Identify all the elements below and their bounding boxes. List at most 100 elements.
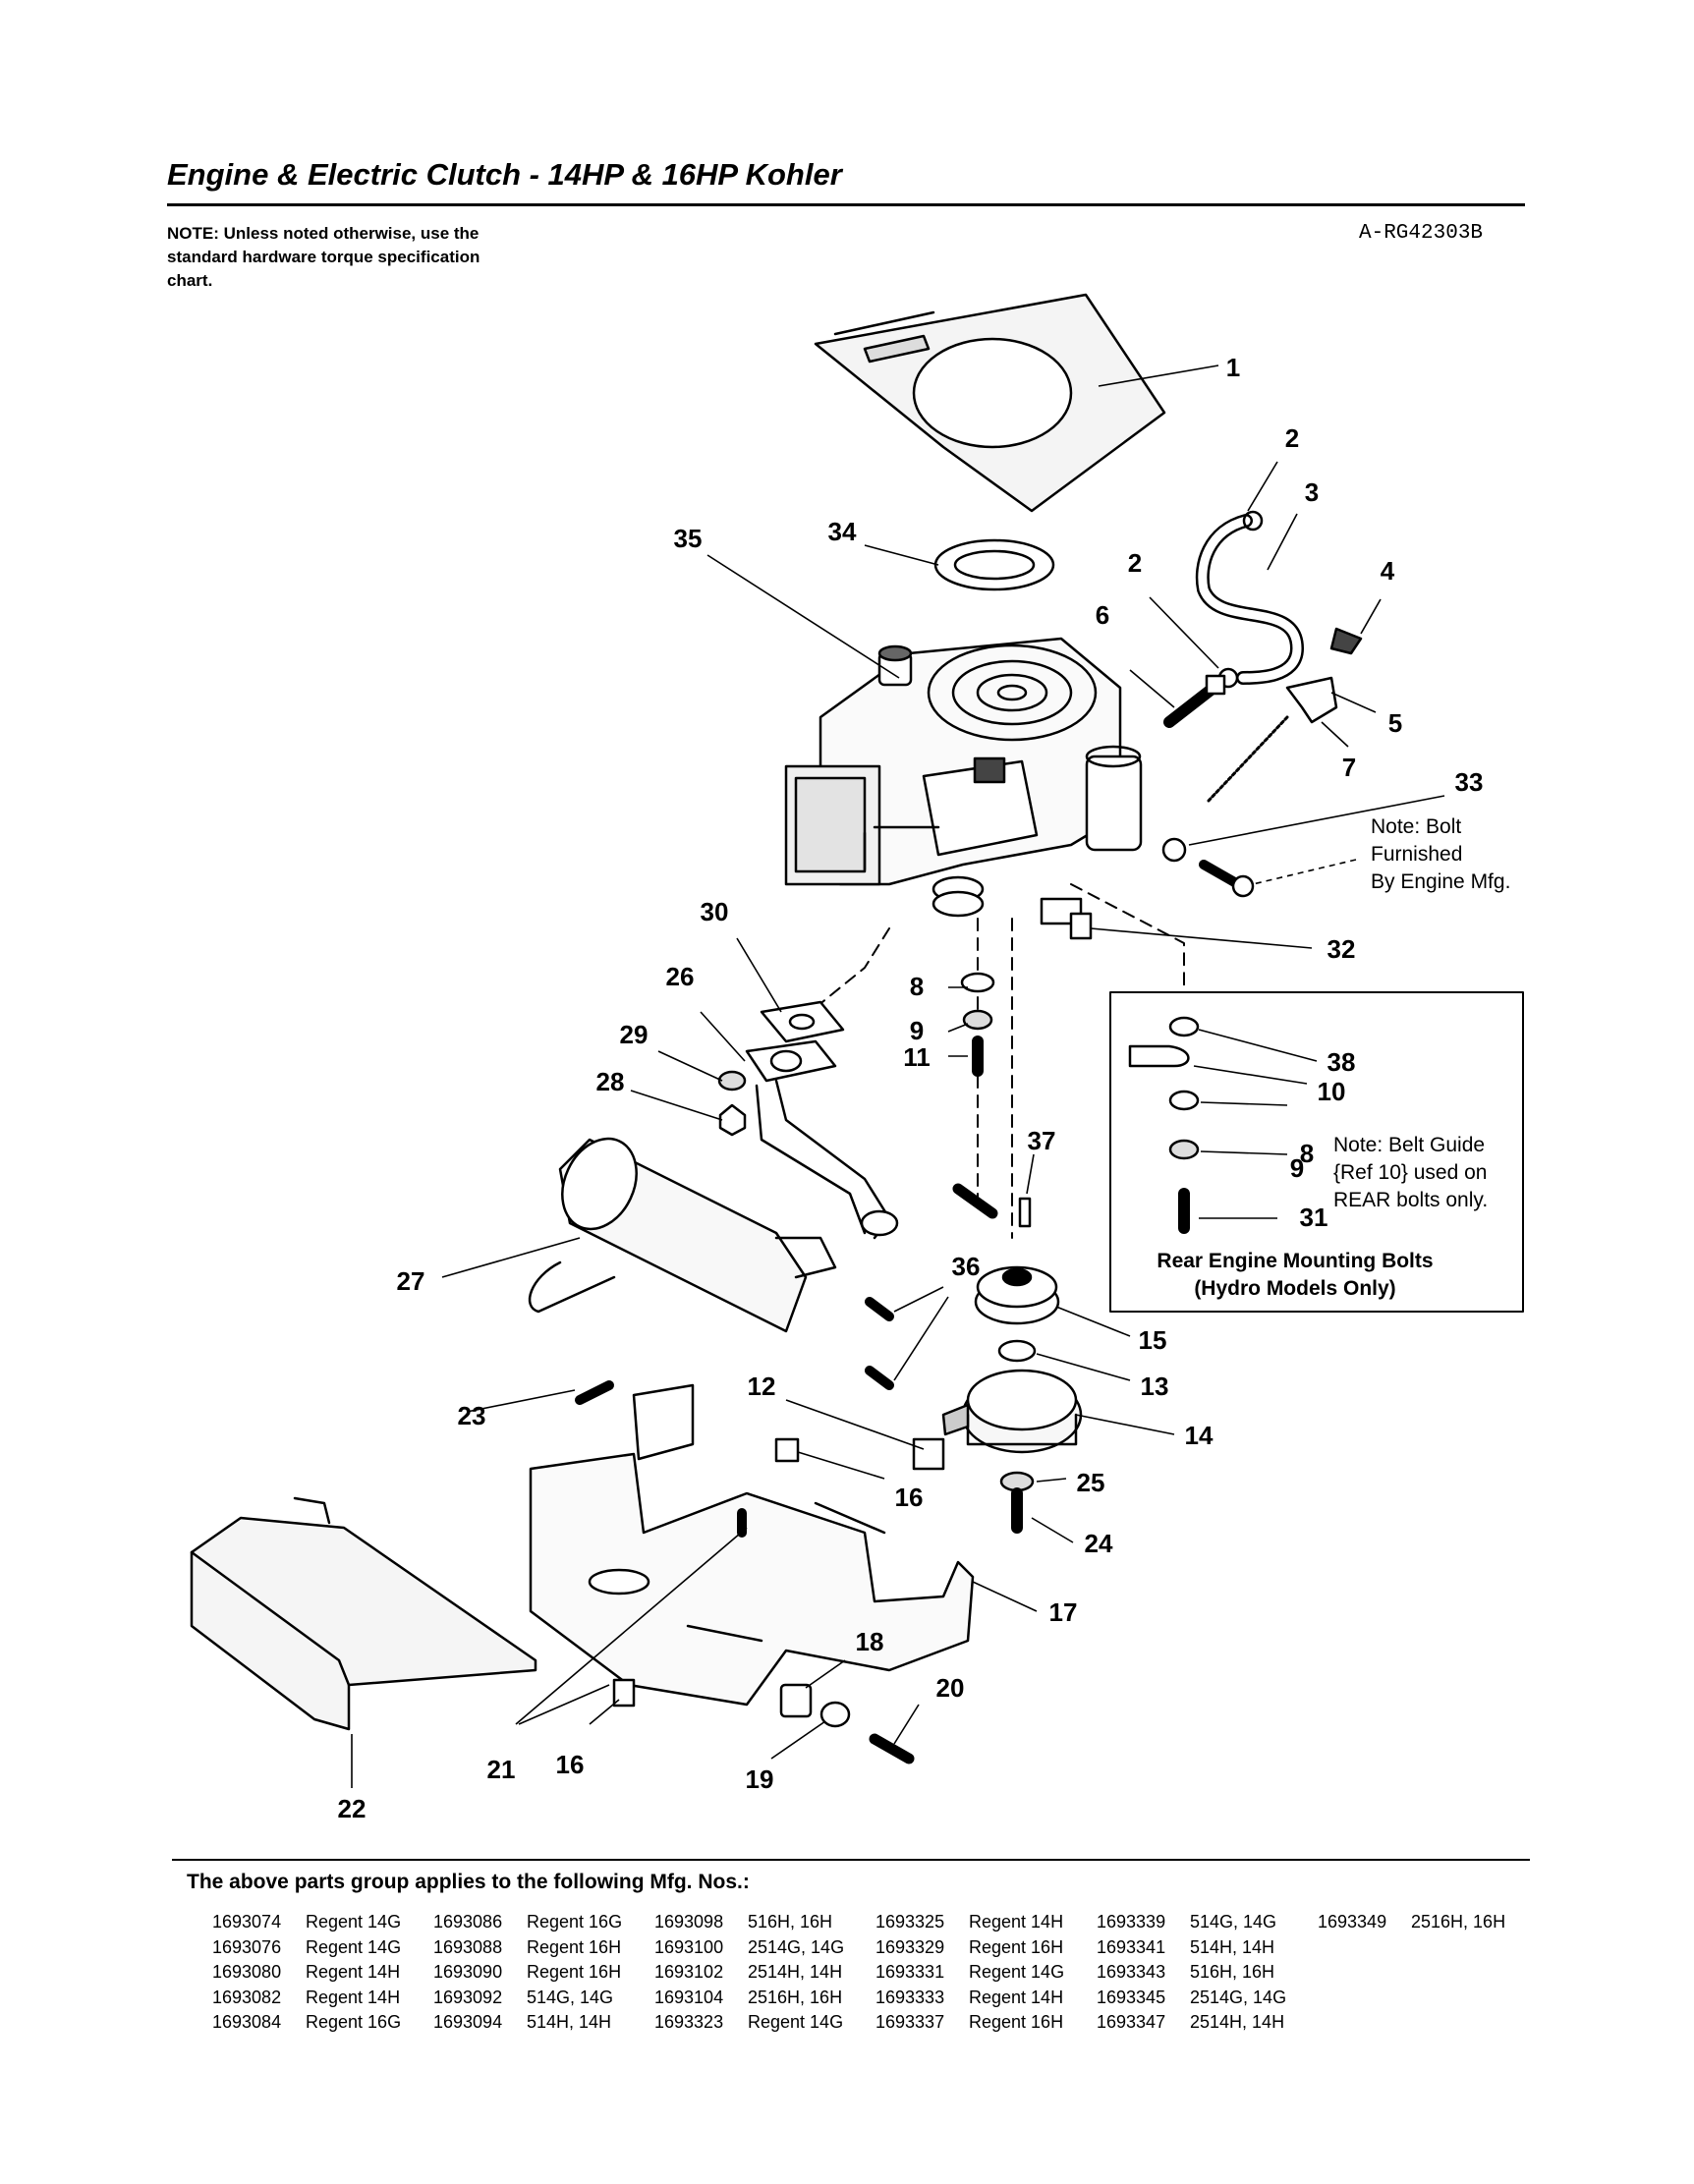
torque-note: NOTE: Unless noted otherwise, use the st…: [167, 224, 480, 290]
callout-34: 34: [828, 517, 857, 546]
callout-15: 15: [1139, 1325, 1167, 1355]
fuel-line: [1195, 514, 1304, 685]
spacer-18: [779, 1683, 813, 1718]
callout-22: 22: [338, 1794, 367, 1823]
callout-32: 32: [1327, 934, 1356, 964]
hose-clamp-upper: [1242, 510, 1264, 532]
callout-10: 10: [1318, 1077, 1346, 1106]
model-name: 2514H, 14H: [748, 1962, 843, 1983]
model-name: 2514H, 14H: [1190, 2012, 1285, 2033]
exhaust-pipe: [745, 1039, 899, 1240]
callout-26: 26: [666, 962, 695, 991]
callout-35: 35: [674, 524, 703, 553]
model-name: 514G, 14G: [1190, 1912, 1277, 1932]
callout-3: 3: [1305, 477, 1319, 507]
belt-note-line2: {Ref 10} used on: [1333, 1161, 1487, 1184]
belt-note-line3: REAR bolts only.: [1333, 1189, 1488, 1211]
washer-8: [960, 972, 995, 993]
callout-18: 18: [856, 1627, 884, 1656]
mfg-number: 1693339: [1097, 1912, 1166, 1932]
mfg-number: 1693349: [1318, 1912, 1387, 1932]
bolt-note-line2: Furnished: [1371, 843, 1462, 866]
mfg-number: 1693094: [433, 2012, 503, 2033]
mfg-column: 1693349 2516H, 16H: [1318, 1910, 1544, 1935]
elbow-fitting: [1040, 897, 1093, 940]
callout-29: 29: [620, 1020, 649, 1049]
washer-19: [819, 1701, 851, 1728]
bolt-36-lower: [865, 1366, 894, 1390]
callout-23: 23: [458, 1401, 486, 1430]
callout-25: 25: [1077, 1468, 1105, 1497]
belt-note-line1: Note: Belt Guide: [1333, 1134, 1485, 1156]
bolt-note: Note: Bolt Furnished By Engine Mfg.: [1371, 815, 1510, 893]
model-name: 2516H, 16H: [748, 1987, 843, 2007]
callout-8a: 8: [910, 972, 924, 1001]
spacer-12: [912, 1437, 945, 1471]
bottom-rule: [172, 1859, 1530, 1861]
model-name: 516H, 16H: [748, 1912, 833, 1932]
bolt-36-upper: [865, 1297, 894, 1321]
callout-1: 1: [1226, 353, 1240, 382]
model-name: Regent 16H: [527, 1962, 622, 1983]
callout-4: 4: [1381, 556, 1395, 586]
model-name: Regent 14G: [306, 1912, 402, 1932]
mounting-bolt-33: [1161, 837, 1255, 898]
mfg-row: 1693339 514G, 14G: [1097, 1910, 1323, 1935]
mfg-number: 1693329: [875, 1936, 945, 1957]
inset-caption-line2: (Hydro Models Only): [1194, 1277, 1395, 1300]
callout-30: 30: [701, 897, 729, 926]
mfg-number: 1693086: [433, 1912, 503, 1932]
mfg-row: 1693102 2514H, 14H: [654, 1960, 880, 1986]
model-name: Regent 16H: [969, 1936, 1064, 1957]
callout-6: 6: [1096, 600, 1109, 630]
callout-labels: 1 2 3 2 4 6 5 7 33 35 34 32 30 26 8 29 9…: [338, 353, 1484, 1823]
model-name: 2514G, 14G: [1190, 1987, 1287, 2007]
mfg-number: 1693333: [875, 1987, 945, 2007]
callout-33: 33: [1455, 767, 1484, 797]
callout-19: 19: [746, 1764, 774, 1794]
callout-5: 5: [1388, 708, 1402, 738]
mfg-number: 1693076: [212, 1936, 282, 1957]
mfg-number: 1693331: [875, 1962, 945, 1983]
engine-mounting-plate: [529, 1383, 975, 1707]
callout-12: 12: [748, 1372, 776, 1401]
mfg-number: 1693080: [212, 1962, 282, 1983]
callout-27: 27: [397, 1266, 425, 1296]
mfg-number: 1693074: [212, 1912, 282, 1932]
callout-38: 38: [1327, 1047, 1356, 1077]
mfg-row: 1693104 2516H, 16H: [654, 1986, 880, 2011]
muffler: [528, 1137, 837, 1333]
mfg-number: 1693084: [212, 2012, 282, 2033]
mfg-number: 1693345: [1097, 1987, 1166, 2007]
engine-body: [784, 637, 1143, 918]
model-name: 516H, 16H: [1190, 1962, 1275, 1983]
air-cleaner-cover: [814, 293, 1166, 513]
mfg-number: 1693102: [654, 1962, 724, 1983]
callout-16a: 16: [895, 1483, 924, 1512]
callout-14: 14: [1185, 1421, 1214, 1450]
callout-8b: 8: [1300, 1139, 1314, 1168]
model-name: 514G, 14G: [527, 1987, 614, 2007]
mfg-number: 1693337: [875, 2012, 945, 2033]
bolt-note-line3: By Engine Mfg.: [1371, 870, 1510, 893]
mfg-number: 1693088: [433, 1936, 503, 1957]
rear-bolts-inset: [1109, 991, 1524, 1313]
callout-2b: 2: [1128, 548, 1142, 578]
model-name: Regent 14H: [969, 1912, 1064, 1932]
belt-guide-note: Note: Belt Guide {Ref 10} used on REAR b…: [1333, 1134, 1488, 1211]
mfg-number: 1693104: [654, 1987, 724, 2007]
bolt-note-line1: Note: Bolt: [1371, 815, 1461, 838]
model-name: 2516H, 16H: [1411, 1912, 1506, 1932]
